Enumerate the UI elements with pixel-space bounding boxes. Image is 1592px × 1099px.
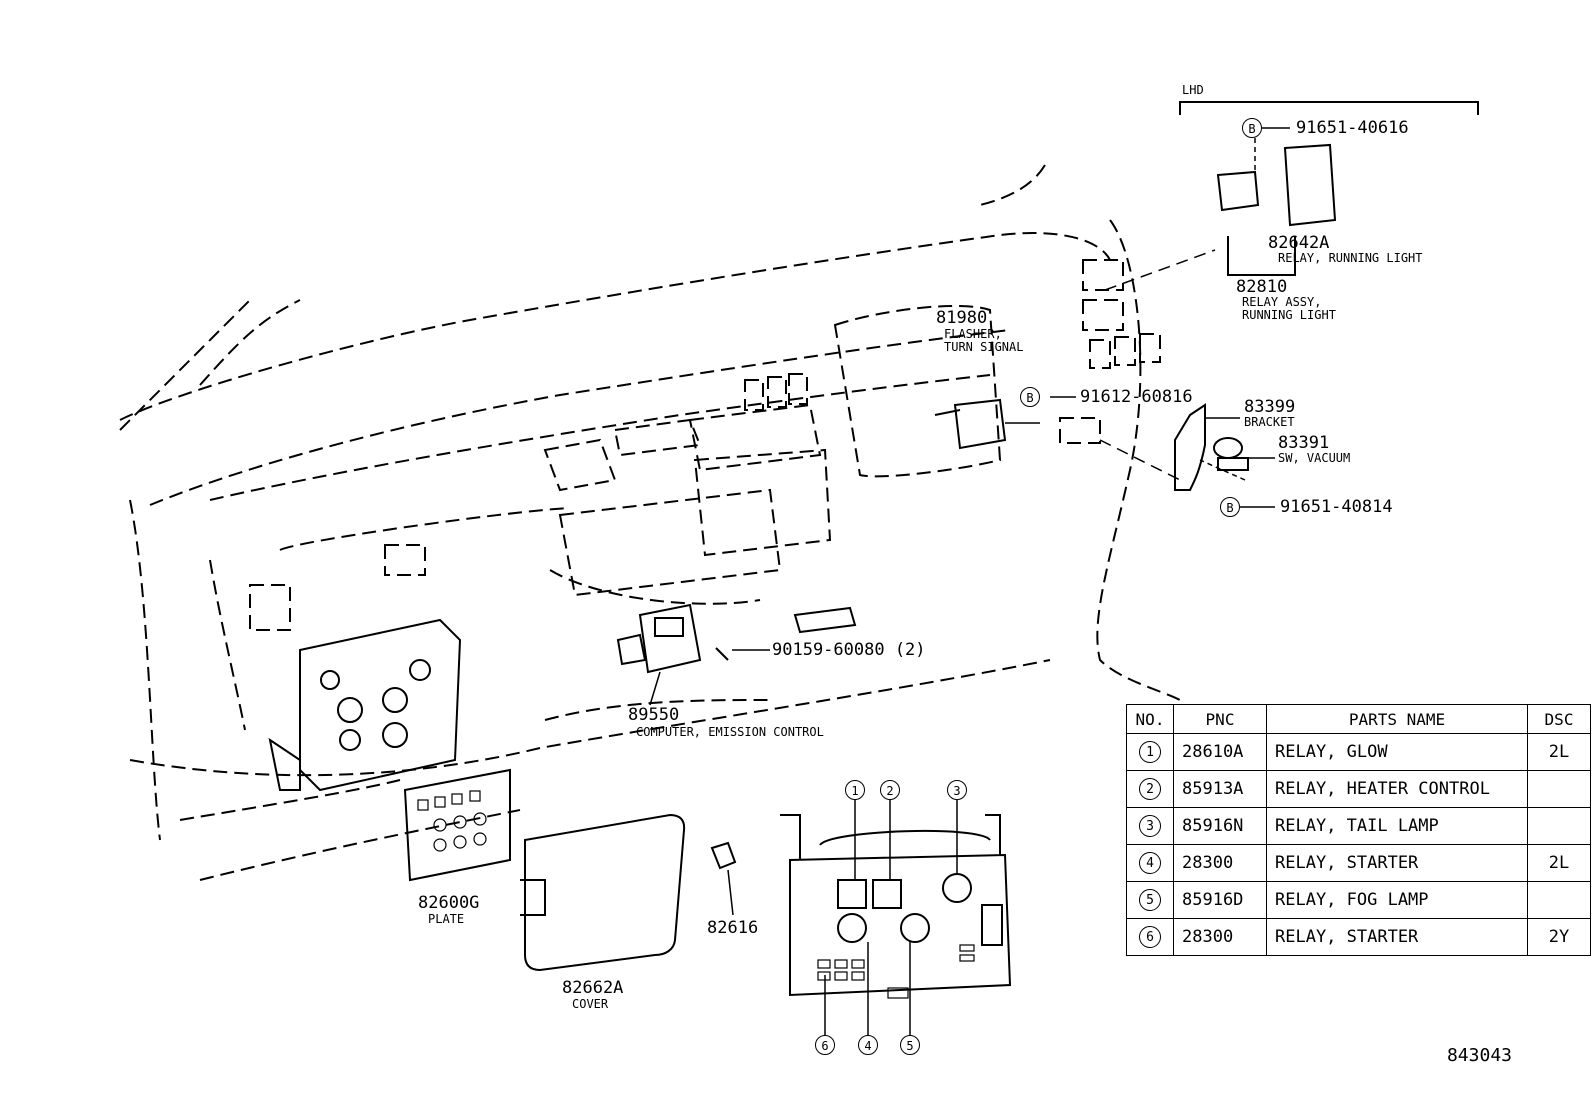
leader-lines — [649, 127, 1290, 1035]
part-91651-40814: 91651-40814 — [1280, 497, 1393, 517]
part-90159-60080: 90159-60080 (2) — [772, 640, 926, 660]
row-number: 2 — [1139, 778, 1161, 800]
dashboard-outline — [119, 164, 1181, 881]
part-shapes — [268, 101, 1479, 999]
callout-4: 4 — [858, 1035, 878, 1055]
row-dsc: 2L — [1527, 844, 1591, 882]
row-parts-name: RELAY, STARTER — [1266, 918, 1528, 956]
table-row: 1 28610A RELAY, GLOW 2L — [1126, 733, 1591, 771]
header-pnc: PNC — [1173, 704, 1267, 734]
callout-1: 1 — [845, 780, 865, 800]
table-row: 6 28300 RELAY, STARTER 2Y — [1126, 918, 1591, 956]
part-81980-name-1: FLASHER, — [944, 327, 1002, 341]
part-82810-name-2: RUNNING LIGHT — [1242, 308, 1336, 322]
part-83391-name: SW, VACUUM — [1278, 451, 1351, 465]
part-82662a-number: 82662A — [562, 978, 624, 998]
callout-3: 3 — [947, 780, 967, 800]
row-number: 6 — [1139, 926, 1161, 948]
header-parts-name: PARTS NAME — [1266, 704, 1528, 734]
part-82642a-name: RELAY, RUNNING LIGHT — [1278, 251, 1423, 265]
mark-b-91651-40616: B — [1242, 118, 1262, 138]
row-dsc — [1527, 807, 1591, 845]
table-row: 3 85916N RELAY, TAIL LAMP — [1126, 807, 1591, 845]
part-81980-name-2: TURN SIGNAL — [944, 340, 1024, 354]
row-dsc — [1527, 881, 1591, 919]
part-89550-name: COMPUTER, EMISSION CONTROL — [636, 725, 824, 739]
part-91612-60816: 91612-60816 — [1080, 387, 1193, 407]
row-number: 4 — [1139, 852, 1161, 874]
part-82600g-name: PLATE — [428, 912, 465, 926]
row-number: 1 — [1139, 741, 1161, 763]
row-number: 3 — [1139, 815, 1161, 837]
part-81980-number: 81980 — [936, 308, 988, 328]
row-parts-name: RELAY, FOG LAMP — [1266, 881, 1528, 919]
row-dsc — [1527, 770, 1591, 808]
row-pnc: 28300 — [1173, 844, 1267, 882]
row-dsc: 2L — [1527, 733, 1591, 771]
table-row: 4 28300 RELAY, STARTER 2L — [1126, 844, 1591, 882]
parts-table: NO. PNC PARTS NAME DSC 1 28610A RELAY, G… — [1126, 704, 1591, 956]
part-82642a-number: 82642A — [1268, 233, 1330, 253]
callout-2: 2 — [880, 780, 900, 800]
part-89550-number: 89550 — [628, 705, 680, 725]
table-row: 2 85913A RELAY, HEATER CONTROL — [1126, 770, 1591, 808]
row-dsc: 2Y — [1527, 918, 1591, 956]
table-row: 5 85916D RELAY, FOG LAMP — [1126, 881, 1591, 919]
row-pnc: 85913A — [1173, 770, 1267, 808]
part-82810-number: 82810 — [1236, 277, 1288, 297]
part-82616-number: 82616 — [707, 918, 759, 938]
row-parts-name: RELAY, TAIL LAMP — [1266, 807, 1528, 845]
diagram-id: 843043 — [1446, 1045, 1512, 1066]
row-parts-name: RELAY, HEATER CONTROL — [1266, 770, 1528, 808]
callout-6: 6 — [815, 1035, 835, 1055]
header-no: NO. — [1126, 704, 1174, 734]
row-pnc: 28610A — [1173, 733, 1267, 771]
row-parts-name: RELAY, STARTER — [1266, 844, 1528, 882]
mark-b-91612-60816: B — [1020, 387, 1040, 407]
row-pnc: 28300 — [1173, 918, 1267, 956]
mark-b-91651-40814: B — [1220, 497, 1240, 517]
row-pnc: 85916D — [1173, 881, 1267, 919]
row-number: 5 — [1139, 889, 1161, 911]
part-82662a-name: COVER — [572, 997, 609, 1011]
part-83399-number: 83399 — [1244, 397, 1296, 417]
part-91651-40616: 91651-40616 — [1296, 118, 1409, 138]
part-82600g-number: 82600G — [418, 893, 480, 913]
part-82810-name-1: RELAY ASSY, — [1242, 295, 1322, 309]
callout-5: 5 — [900, 1035, 920, 1055]
row-pnc: 85916N — [1173, 807, 1267, 845]
part-83399-name: BRACKET — [1244, 415, 1295, 429]
part-83391-number: 83391 — [1278, 433, 1330, 453]
table-header-row: NO. PNC PARTS NAME DSC — [1126, 704, 1591, 734]
region-label: LHD — [1182, 83, 1204, 97]
row-parts-name: RELAY, GLOW — [1266, 733, 1528, 771]
header-dsc: DSC — [1527, 704, 1591, 734]
